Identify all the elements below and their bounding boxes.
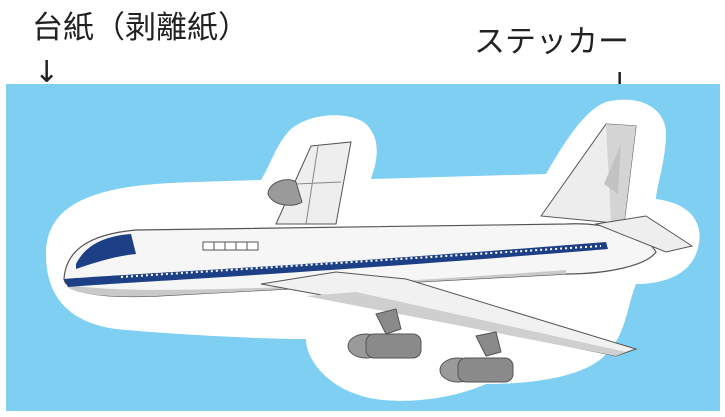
sticker-label: ステッカー bbox=[474, 24, 629, 60]
tail-fin-highlight bbox=[604, 144, 621, 194]
tail-fin-shade bbox=[606, 124, 636, 224]
window-row bbox=[120, 245, 602, 278]
door-windows bbox=[202, 241, 259, 251]
far-wing-lines bbox=[295, 145, 342, 225]
diagram-canvas bbox=[6, 84, 720, 411]
cockpit-window bbox=[76, 234, 136, 269]
door-window-dividers bbox=[213, 242, 248, 250]
livery-stripe bbox=[64, 242, 608, 287]
near-wing-shade bbox=[306, 292, 626, 356]
backing-paper-label: 台紙（剥離紙） bbox=[32, 10, 249, 46]
horizontal-stabilizer bbox=[594, 215, 694, 253]
near-engine-1 bbox=[347, 308, 422, 359]
fuselage-shadow bbox=[66, 270, 566, 297]
far-engine bbox=[267, 179, 303, 206]
near-engine-2 bbox=[439, 331, 514, 383]
backing-arrow-icon: ↓ bbox=[34, 55, 60, 90]
